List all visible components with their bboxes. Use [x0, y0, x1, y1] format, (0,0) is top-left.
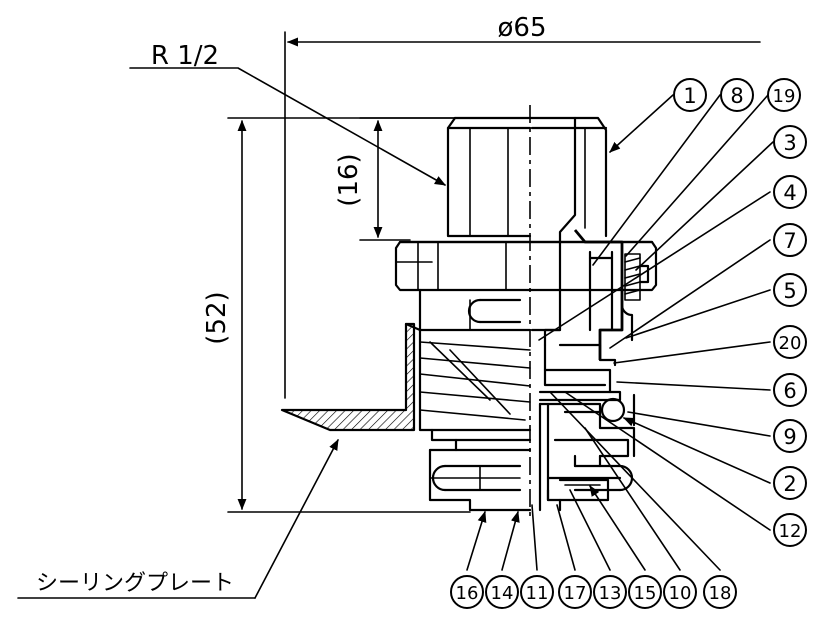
balloon-4: 4: [773, 175, 807, 209]
svg-text:2: 2: [783, 472, 796, 496]
lower-collar: [430, 428, 532, 452]
cross-section: [530, 116, 650, 512]
svg-text:9: 9: [783, 425, 796, 449]
svg-text:11: 11: [526, 583, 549, 604]
svg-text:18: 18: [709, 583, 732, 604]
balloon-12: 12: [773, 513, 807, 547]
total-height-dimension: (52): [202, 291, 232, 344]
svg-text:8: 8: [730, 84, 743, 108]
svg-text:5: 5: [783, 279, 796, 303]
thread-size-label: R 1/2: [151, 41, 219, 71]
part-balloons: 1 8 19 3 4 7 5 20 6 9 2 12 16 14 11 17 1…: [450, 78, 807, 609]
leader-lines: [17, 94, 774, 599]
balloon-8: 8: [720, 78, 754, 112]
svg-text:16: 16: [456, 583, 479, 604]
body-slot: [418, 288, 532, 332]
balloon-11: 11: [520, 575, 554, 609]
svg-text:17: 17: [564, 583, 587, 604]
svg-text:19: 19: [773, 86, 796, 107]
sealing-plate: [280, 322, 422, 432]
balloon-1: 1: [673, 78, 707, 112]
svg-text:20: 20: [779, 333, 802, 354]
svg-text:15: 15: [634, 583, 657, 604]
balloon-10: 10: [663, 575, 697, 609]
balloon-16: 16: [450, 575, 484, 609]
svg-text:10: 10: [669, 583, 692, 604]
svg-text:12: 12: [779, 521, 802, 542]
svg-text:6: 6: [783, 379, 796, 403]
svg-text:13: 13: [599, 583, 622, 604]
thread-length-dimension: (16): [334, 153, 364, 206]
sealing-plate-label: シーリングプレート: [36, 571, 234, 596]
balloon-13: 13: [593, 575, 627, 609]
hex-nut: [394, 240, 658, 292]
balloon-6: 6: [773, 373, 807, 407]
balloon-17: 17: [558, 575, 592, 609]
svg-text:7: 7: [783, 229, 796, 253]
balloon-7: 7: [773, 223, 807, 257]
bayonet-lower: [428, 448, 532, 512]
balloon-2: 2: [773, 466, 807, 500]
dimension-lines: [129, 31, 761, 513]
nipple-thread: [446, 116, 608, 238]
svg-text:3: 3: [783, 131, 796, 155]
balloon-19: 19: [767, 78, 801, 112]
svg-text:4: 4: [783, 181, 796, 205]
diameter-label: ø65: [498, 13, 547, 43]
balloon-15: 15: [628, 575, 662, 609]
svg-text:1: 1: [683, 84, 696, 108]
svg-text:14: 14: [491, 583, 514, 604]
balloon-3: 3: [773, 125, 807, 159]
balloon-20: 20: [773, 325, 807, 359]
balloon-18: 18: [703, 575, 737, 609]
helical-body: [418, 328, 532, 432]
balloon-14: 14: [485, 575, 519, 609]
balloon-5: 5: [773, 273, 807, 307]
balloon-9: 9: [773, 419, 807, 453]
